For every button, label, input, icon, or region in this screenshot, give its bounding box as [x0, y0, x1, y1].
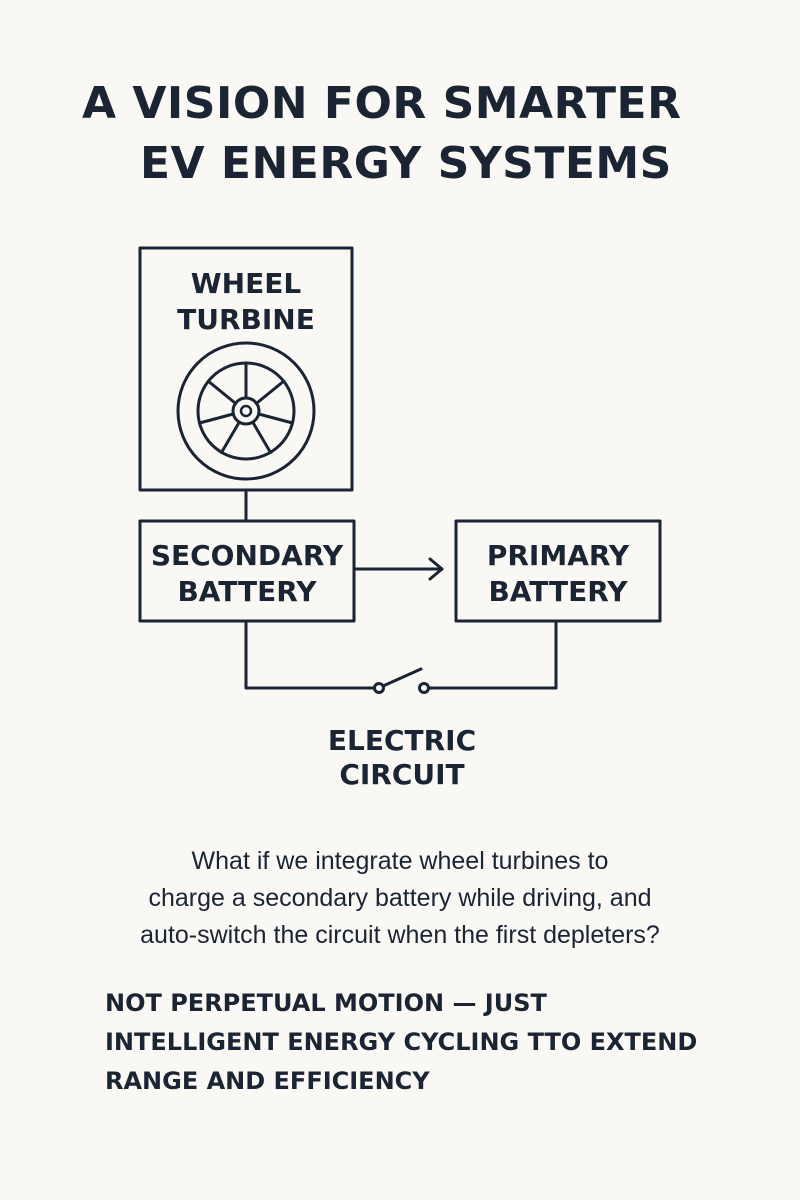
switch-icon — [373, 667, 430, 694]
page-title-line-2: EV ENERGY SYSTEMS — [140, 138, 672, 189]
circuit-wire-left — [244, 619, 377, 690]
secondary-battery-label-line-2: BATTERY — [177, 575, 317, 608]
question-line-1: What if we integrate wheel turbines to — [191, 847, 609, 875]
wheel-turbine-label-line-1: WHEEL — [191, 267, 302, 300]
electric-circuit-label-line-2: CIRCUIT — [339, 758, 464, 791]
statement-line-3: RANGE AND EFFICIENCY — [105, 1067, 430, 1095]
statement-line-1: NOT PERPETUAL MOTION — JUST — [105, 989, 547, 1017]
question-line-2: charge a secondary battery while driving… — [148, 884, 652, 912]
circuit-wire-right — [426, 619, 558, 690]
electric-circuit-label-line-1: ELECTRIC — [328, 724, 476, 757]
question-line-3: auto-switch the circuit when the first d… — [140, 921, 660, 949]
wheel-icon — [176, 341, 316, 481]
wheel-turbine-label-line-2: TURBINE — [177, 303, 315, 336]
page-title-line-1: A VISION FOR SMARTER — [82, 78, 682, 129]
primary-battery-label-line-1: PRIMARY — [487, 539, 630, 572]
secondary-battery-label-line-1: SECONDARY — [151, 539, 344, 572]
arrow-right-icon — [352, 557, 444, 581]
primary-battery-box — [454, 519, 662, 623]
question-paragraph: What if we integrate wheel turbines to c… — [60, 843, 740, 954]
statement-line-2: INTELLIGENT ENERGY CYCLING TTO EXTEND — [105, 1028, 698, 1056]
closing-statement: NOT PERPETUAL MOTION — JUST INTELLIGENT … — [105, 984, 795, 1101]
primary-battery-label-line-2: BATTERY — [488, 575, 628, 608]
